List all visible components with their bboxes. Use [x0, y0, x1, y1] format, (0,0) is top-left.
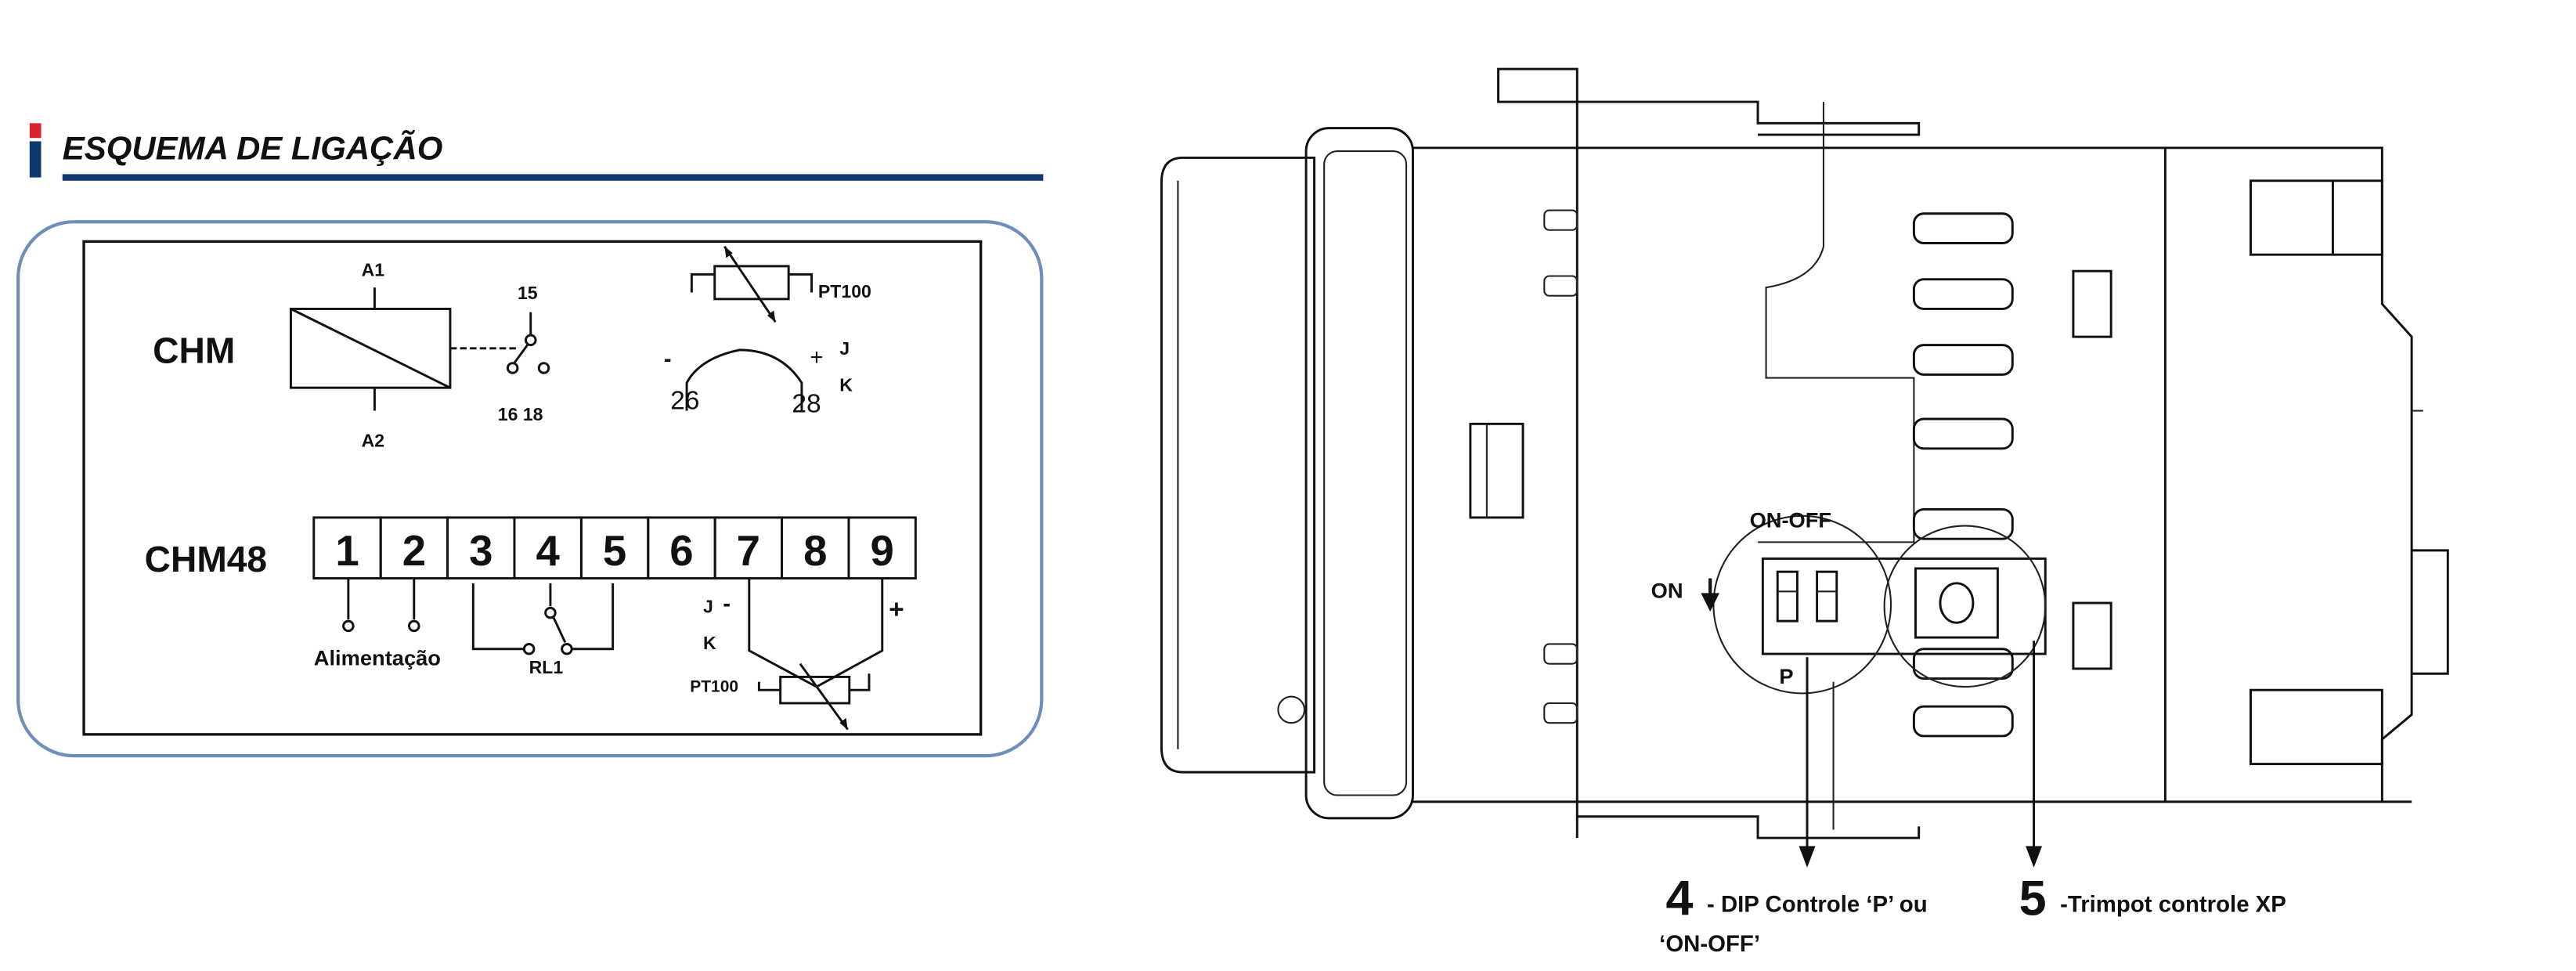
- tc-plus: +: [810, 345, 823, 370]
- tc48-minus: -: [723, 591, 731, 617]
- wiring-panel: [82, 240, 983, 736]
- contacts-16-18-label: 16 18: [498, 404, 543, 424]
- relay-label: RL1: [529, 657, 564, 677]
- dip-on-off-label: ON-OFF: [1750, 508, 1832, 532]
- thermocouple-arc: [685, 348, 803, 411]
- tc-j-label: J: [839, 338, 850, 359]
- terminal-26-label: 26: [670, 386, 699, 415]
- device-side-view: ON-OFF ON P 4 - DIP Controle ‘P’ ou ‘ON-…: [1160, 67, 2449, 957]
- pt100-bottom-resistor: [779, 675, 851, 705]
- control-bay: [1761, 557, 2047, 655]
- tc48-k-label: K: [703, 633, 716, 653]
- pt100-top-label: PT100: [818, 281, 871, 301]
- tc-minus: -: [664, 346, 672, 372]
- tc48-j-label: J: [703, 597, 713, 617]
- down-arrow-icon: [1701, 578, 1720, 612]
- callout5-text: -Trimpot controle XP: [2060, 891, 2286, 917]
- chm48-label: CHM48: [145, 539, 267, 579]
- front-bezel: [1160, 156, 1316, 774]
- terminal-number: 2: [402, 527, 426, 575]
- dip-on-label: ON: [1651, 579, 1683, 603]
- chm-label: CHM: [153, 330, 235, 371]
- callout4-text: - DIP Controle ‘P’ ou: [1707, 891, 1928, 917]
- trimpot[interactable]: [1914, 567, 1999, 639]
- side-window: [1469, 422, 1524, 519]
- terminal-number: 4: [536, 527, 561, 575]
- callout4-number: 4: [1666, 872, 1694, 926]
- terminal-number: 7: [737, 527, 760, 575]
- power-label: Alimentação: [314, 646, 441, 670]
- section-header: ESQUEMA DE LIGAÇÃO: [29, 123, 1044, 181]
- tc-k-label: K: [839, 374, 853, 395]
- chm-diagram: CHM A1 A2 15 16 18 PT100 - + J K 26 28: [153, 245, 871, 451]
- vent-slots: [1912, 212, 2014, 738]
- dip-p-label: P: [1779, 664, 1793, 688]
- header-rule: [62, 174, 1044, 181]
- terminal-number: 5: [603, 527, 626, 575]
- dip-switch-2[interactable]: [1816, 570, 1838, 623]
- terminal-28-label: 28: [792, 390, 821, 419]
- pt100-resistor: [713, 265, 790, 301]
- callout4-arrow-icon: [1799, 846, 1816, 868]
- header-accent-red: [29, 123, 41, 139]
- tc48-plus: +: [889, 595, 904, 624]
- top-clip: [1497, 67, 1578, 103]
- callout4-text-line2: ‘ON-OFF’: [1659, 931, 1760, 957]
- terminal-number: 1: [335, 527, 359, 575]
- coil-a2-label: A2: [362, 431, 384, 451]
- wiring-frame: [16, 220, 1044, 758]
- terminal-number: 3: [469, 527, 492, 575]
- terminal-number: 6: [669, 527, 693, 575]
- dip-switch-1[interactable]: [1776, 570, 1799, 623]
- callout5-number: 5: [2019, 872, 2047, 926]
- coil-a1-label: A1: [362, 259, 385, 280]
- bezel-frame: [1304, 127, 1414, 820]
- header-accent-navy: [29, 141, 41, 178]
- terminal-number: 9: [870, 527, 893, 575]
- contact-15-label: 15: [518, 283, 538, 303]
- section-title: ESQUEMA DE LIGAÇÃO: [63, 130, 443, 168]
- terminal-number: 8: [803, 527, 827, 575]
- pt100-bottom-label: PT100: [690, 677, 738, 695]
- trimpot-knob[interactable]: [1939, 582, 1975, 624]
- callout5-arrow-icon: [2026, 846, 2043, 868]
- trimpot-highlight-circle: [1883, 525, 2047, 688]
